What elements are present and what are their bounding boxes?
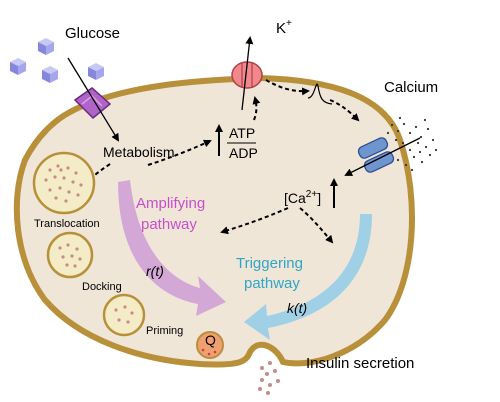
triggering-label-line1: Triggering [236, 255, 303, 272]
priming-label: Priming [146, 325, 183, 337]
depolarization-to-ca-channel-arrow [329, 99, 360, 122]
k-channel-icon [231, 61, 263, 89]
k-to-depolarization-arrow [265, 79, 310, 96]
atp-label: ATP [229, 125, 255, 141]
glucose-cube-icon [88, 63, 104, 80]
glucose-cube-icon [10, 58, 26, 75]
k-efflux-arrow [241, 36, 254, 111]
metabolism-label: Metabolism [103, 144, 175, 160]
ca-to-triggering-arrow [299, 207, 334, 244]
k-t-label: k(t) [287, 300, 307, 316]
priming-granule-pool [102, 293, 146, 337]
triggering-label-line2: pathway [244, 275, 300, 292]
glucose-transporter-icon [73, 87, 112, 120]
triggering-pathway-arrow [244, 214, 372, 340]
q-pool-icon [196, 331, 224, 359]
r-t-label: r(t) [146, 263, 164, 279]
amplifying-label-line1: Amplifying [136, 195, 205, 212]
ca-to-amplifying-arrow [220, 207, 289, 235]
action-potential-icon [307, 83, 333, 105]
secreted-insulin-granules [258, 361, 280, 395]
calcium-ions [386, 116, 438, 172]
glucose-cube-icon [38, 38, 54, 55]
insulin-secretion-label: Insulin secretion [306, 355, 414, 372]
ca-internal-label: [Ca2+] [284, 189, 321, 206]
translocation-label: Translocation [34, 218, 100, 230]
atp-to-k-channel-arrow [252, 96, 261, 121]
calcium-label: Calcium [384, 79, 438, 96]
ca-channel-icon [357, 137, 395, 173]
ca-influx-arrow [344, 137, 421, 176]
amplifying-pathway-arrow [118, 180, 226, 316]
glucose-uptake-arrow [67, 57, 120, 142]
cell-membrane [13, 74, 415, 368]
glucose-label: Glucose [65, 25, 120, 42]
potassium-label: K+ [276, 18, 292, 37]
q-label: Q [205, 332, 216, 348]
translocation-granule-pool [32, 151, 96, 215]
glucose-molecules [10, 38, 104, 83]
docking-label: Docking [82, 281, 122, 293]
docking-granule-pool [46, 231, 94, 279]
adp-label: ADP [229, 145, 258, 161]
glucose-cube-icon [42, 66, 58, 83]
amplifying-label-line2: pathway [141, 216, 197, 233]
